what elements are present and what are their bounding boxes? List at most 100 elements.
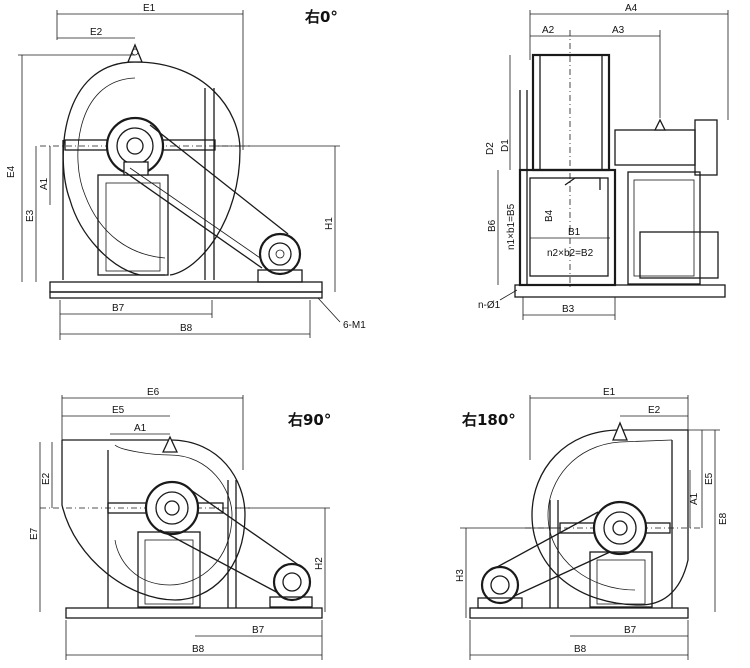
label-e5: E5 bbox=[112, 405, 125, 416]
pulley-bore bbox=[164, 500, 180, 516]
motor-pulley bbox=[272, 562, 312, 602]
label-h1: H1 bbox=[324, 217, 335, 230]
inner-casing-line bbox=[114, 444, 233, 586]
label-b3: B3 bbox=[562, 304, 575, 315]
casing-outline bbox=[62, 439, 246, 601]
label-b7: B7 bbox=[252, 625, 265, 636]
pulley-hub bbox=[603, 511, 637, 545]
lifting-lug bbox=[161, 435, 179, 453]
casing-outline bbox=[134, 61, 241, 276]
pedestal-inner bbox=[596, 559, 646, 605]
label-e2: E2 bbox=[90, 27, 103, 38]
label-e3: E3 bbox=[25, 209, 36, 222]
motor-pulley bbox=[258, 232, 302, 276]
label-e8: E8 bbox=[718, 512, 729, 525]
view-title-right-90: 右90° bbox=[288, 411, 331, 429]
label-e1: E1 bbox=[143, 3, 156, 14]
pulley-hub bbox=[155, 491, 189, 525]
base-plate bbox=[49, 291, 323, 299]
label-e6: E6 bbox=[147, 387, 160, 398]
pedestal-side bbox=[627, 171, 701, 285]
label-a4: A4 bbox=[625, 3, 638, 14]
view-right-0: 右0° E1 E2 bbox=[6, 3, 366, 340]
bearing-pedestal bbox=[97, 174, 169, 276]
label-b6: B6 bbox=[487, 219, 498, 232]
motor-base bbox=[269, 596, 313, 608]
fan-pulley bbox=[144, 480, 200, 536]
label-a1: A1 bbox=[134, 423, 147, 434]
casing-side bbox=[531, 53, 611, 172]
label-h3: H3 bbox=[455, 569, 466, 582]
label-b1: B1 bbox=[568, 227, 581, 238]
motor-pulley-hub bbox=[268, 242, 292, 266]
v-belt bbox=[159, 529, 283, 596]
view-side: A4 A2 A3 D2 D1 B6 n1×b1=B5 B4 bbox=[478, 3, 729, 320]
v-belt bbox=[124, 171, 263, 269]
label-b8: B8 bbox=[574, 644, 587, 655]
fan-pulley bbox=[592, 500, 648, 556]
label-a1: A1 bbox=[689, 492, 700, 505]
lifting-lug bbox=[612, 421, 628, 441]
leader-phi bbox=[499, 289, 518, 301]
casing-outline bbox=[61, 440, 176, 601]
label-b4: B4 bbox=[544, 209, 555, 222]
motor-pulley-hub bbox=[490, 575, 510, 595]
view-right-90: 右90° E6 E5 A1 E7 E2 bbox=[29, 387, 331, 660]
label-n2b2: n2×b2=B2 bbox=[547, 248, 594, 259]
bearing-pedestal bbox=[589, 551, 653, 608]
label-e7: E7 bbox=[29, 527, 40, 540]
pedestal-inner bbox=[144, 539, 194, 605]
inner-casing-line bbox=[547, 439, 673, 591]
label-b7: B7 bbox=[624, 625, 637, 636]
pedestal-inner bbox=[105, 182, 161, 272]
outlet-lip bbox=[564, 177, 601, 190]
view-right-180: 右180° E1 E2 E8 E5 A1 bbox=[455, 387, 729, 660]
label-b8: B8 bbox=[192, 644, 205, 655]
label-e2: E2 bbox=[648, 405, 661, 416]
v-belt bbox=[187, 487, 301, 567]
casing-outline bbox=[531, 429, 688, 606]
v-belt bbox=[487, 511, 599, 573]
base-frame bbox=[65, 607, 323, 619]
label-b8: B8 bbox=[180, 323, 193, 334]
motor-body bbox=[639, 231, 719, 279]
lifting-lug bbox=[653, 118, 667, 131]
lifting-lug bbox=[127, 43, 143, 63]
bearing-block bbox=[123, 161, 149, 176]
label-e4: E4 bbox=[6, 165, 17, 178]
v-belt bbox=[509, 551, 611, 599]
view-title-right-180: 右180° bbox=[462, 411, 516, 429]
base-frame bbox=[469, 607, 689, 619]
label-a3: A3 bbox=[612, 25, 625, 36]
label-a1: A1 bbox=[39, 177, 50, 190]
bearing-housing bbox=[614, 129, 696, 166]
v-belt bbox=[149, 124, 289, 235]
view-title-right-0: 右0° bbox=[305, 8, 338, 26]
label-e5: E5 bbox=[704, 472, 715, 485]
pulley-bore bbox=[126, 137, 144, 155]
base-frame bbox=[514, 284, 726, 298]
label-m1: 6-M1 bbox=[343, 320, 366, 331]
inner-casing-line bbox=[77, 77, 166, 259]
label-n1b1: n1×b1=B5 bbox=[506, 203, 517, 250]
leader-m1 bbox=[317, 297, 341, 323]
label-n-phi: n-Ø1 bbox=[478, 300, 501, 311]
motor-pulley-bore bbox=[275, 249, 285, 259]
label-a2: A2 bbox=[542, 25, 555, 36]
bearing-pedestal bbox=[137, 531, 201, 608]
pedestal-inner bbox=[633, 179, 695, 277]
pulley-bore bbox=[612, 520, 628, 536]
label-d1: D1 bbox=[500, 139, 511, 152]
label-d2: D2 bbox=[485, 142, 496, 155]
label-e2: E2 bbox=[41, 472, 52, 485]
label-h2: H2 bbox=[314, 557, 325, 570]
casing-outline bbox=[62, 61, 165, 276]
label-b7: B7 bbox=[112, 303, 125, 314]
motor-pulley bbox=[480, 565, 520, 605]
motor-pulley-hub bbox=[282, 572, 302, 592]
casing-outline bbox=[639, 430, 689, 606]
label-e1: E1 bbox=[603, 387, 616, 398]
outlet-opening bbox=[529, 177, 609, 277]
